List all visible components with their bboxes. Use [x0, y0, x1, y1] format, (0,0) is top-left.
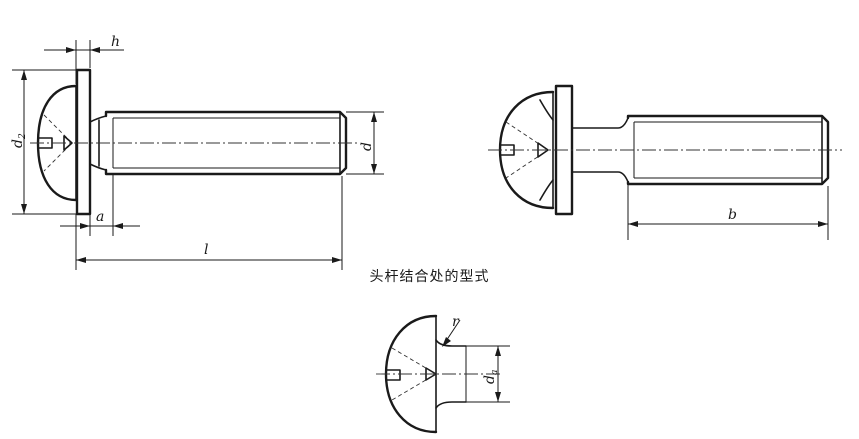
screw-view-2: b — [488, 84, 842, 240]
label-da-sub: a — [490, 370, 500, 375]
dim-b: b — [627, 184, 829, 240]
screw-view-1: h d 2 d — [10, 34, 384, 270]
screw-detail-view: r d a — [376, 314, 510, 434]
dim-l: l — [75, 176, 343, 270]
label-b: b — [728, 207, 737, 223]
label-d: d — [359, 142, 375, 151]
label-d2: d — [10, 139, 26, 148]
dim-d2: d 2 — [10, 69, 76, 215]
label-a: a — [96, 209, 104, 225]
label-h: h — [111, 34, 120, 50]
washer-1 — [75, 68, 92, 216]
label-da: d — [482, 375, 498, 384]
dim-h: h — [44, 34, 124, 84]
slot-detail — [385, 369, 401, 381]
dim-da: d a — [466, 345, 510, 403]
reduced-shank-2 — [571, 117, 629, 183]
dim-d: d — [346, 111, 384, 175]
label-r: r — [452, 314, 460, 330]
dim-a: a — [60, 174, 140, 236]
label-l: l — [204, 242, 208, 258]
caption-head-shank-joint: 头杆结合处的型式 — [369, 269, 490, 285]
label-d2-sub: 2 — [18, 133, 28, 140]
neck-1 — [89, 115, 107, 171]
dim-r: r — [442, 314, 461, 347]
